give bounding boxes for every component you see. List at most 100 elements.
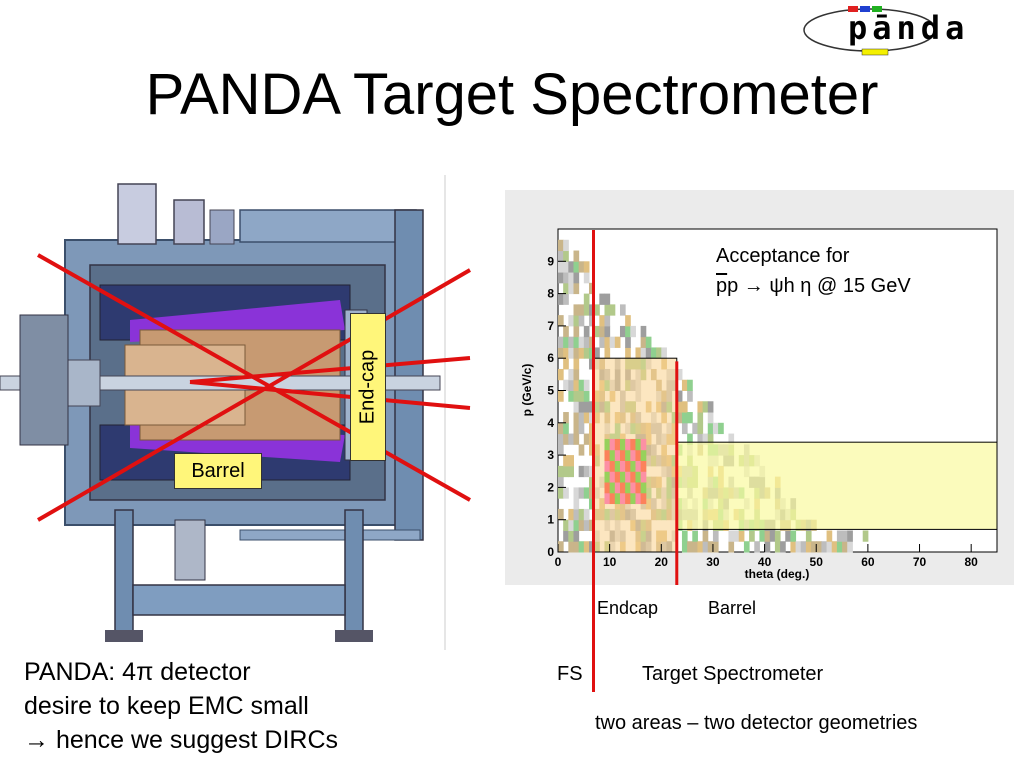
heat-cell: [676, 390, 683, 402]
region-endcap: [593, 357, 678, 553]
heat-cell: [563, 250, 569, 262]
heat-cell: [588, 519, 595, 531]
heat-cell: [588, 401, 595, 413]
detector-regions: [593, 357, 998, 553]
heat-cell: [625, 336, 631, 348]
heat-cell: [640, 325, 647, 338]
heat-cell: [568, 530, 574, 542]
heat-cell: [588, 433, 595, 445]
heat-cell: [568, 379, 574, 391]
heat-cell: [599, 315, 605, 327]
heat-cell: [728, 541, 735, 553]
heat-cell: [563, 293, 569, 305]
heat-cell: [558, 239, 564, 252]
heat-cell: [687, 412, 693, 424]
heat-cell: [785, 530, 791, 542]
heat-cell: [573, 315, 580, 327]
heat-cell: [578, 304, 585, 316]
heat-cell: [573, 282, 580, 295]
heat-cell: [687, 433, 693, 445]
heat-cell: [563, 239, 569, 252]
heat-cell: [728, 433, 735, 445]
heat-cell: [676, 401, 683, 413]
heat-cell: [645, 336, 652, 348]
heat-cell: [681, 412, 688, 424]
heat-cell: [583, 433, 590, 445]
heat-cell: [563, 465, 569, 478]
heat-cell: [588, 347, 595, 359]
heat-cell: [749, 530, 755, 542]
heat-cell: [599, 336, 605, 348]
heat-cell: [578, 401, 585, 413]
y-tick-label: 9: [547, 254, 554, 268]
heat-cell: [558, 487, 564, 499]
heat-cell: [568, 272, 574, 284]
y-tick-label: 8: [547, 287, 554, 301]
heat-cell: [568, 347, 574, 359]
heat-cell: [573, 304, 580, 316]
heat-cell: [568, 541, 574, 553]
heat-cell: [702, 541, 709, 553]
heat-cell: [635, 347, 642, 359]
heat-cell: [583, 325, 590, 338]
heat-cell: [604, 336, 611, 348]
heat-cell: [583, 390, 590, 402]
heat-cell: [573, 379, 580, 391]
note-line-2: desire to keep EMC small: [24, 692, 309, 720]
heat-cell: [588, 444, 595, 456]
heat-cell: [563, 433, 569, 445]
logo-text: pānda: [848, 9, 970, 47]
heat-cell: [790, 530, 797, 542]
heat-cell: [707, 401, 714, 413]
heat-cell: [573, 272, 580, 284]
heat-cell: [728, 530, 735, 542]
heat-cell: [681, 530, 688, 542]
region-label-endcap: Endcap: [597, 598, 659, 618]
acceptance-reaction: pp → ψh η @ 15 GeV: [716, 274, 911, 298]
heat-cell: [588, 487, 595, 499]
heat-cell: [640, 336, 647, 348]
heat-cell: [842, 541, 848, 553]
heat-cell: [743, 541, 750, 553]
heat-cell: [558, 272, 564, 284]
heat-cell: [583, 412, 590, 424]
x-tick-label: 70: [913, 555, 927, 569]
x-tick-label: 80: [964, 555, 978, 569]
heat-cell: [558, 541, 564, 553]
heat-cell: [604, 293, 611, 305]
x-tick-label: 30: [706, 555, 720, 569]
heat-cell: [712, 541, 719, 553]
endcap-label-text: End-cap: [356, 349, 379, 425]
heat-cell: [583, 336, 590, 348]
heat-cell: [583, 347, 590, 359]
heat-cell: [563, 455, 569, 467]
heat-cell: [588, 422, 595, 435]
acceptance-title: Acceptance for: [716, 245, 850, 267]
heat-cell: [563, 261, 569, 273]
heat-cell: [836, 541, 843, 553]
heat-cell: [687, 390, 693, 402]
heat-cell: [578, 315, 585, 327]
heat-cell: [563, 282, 569, 295]
heat-cell: [588, 412, 595, 424]
heat-cell: [563, 336, 569, 348]
heat-cell: [563, 272, 569, 284]
heat-cell: [594, 347, 600, 359]
logo-ellipse-icon: [803, 6, 937, 56]
x-tick-label: 60: [861, 555, 875, 569]
heat-cell: [588, 304, 595, 316]
heat-cell: [558, 433, 564, 445]
heat-cell: [573, 508, 580, 521]
heat-cell: [588, 476, 595, 488]
heat-cell: [619, 304, 626, 316]
heat-cell: [568, 315, 574, 327]
x-tick-label: 10: [603, 555, 617, 569]
region-barrel: [676, 441, 998, 530]
heat-cell: [568, 508, 574, 521]
heat-cell: [583, 272, 590, 284]
heat-cell: [558, 315, 564, 327]
acceptance-reaction-rest: p → ψh η @ 15 GeV: [727, 275, 911, 297]
panda-logo: pānda: [800, 4, 1012, 56]
heat-cell: [625, 347, 631, 359]
